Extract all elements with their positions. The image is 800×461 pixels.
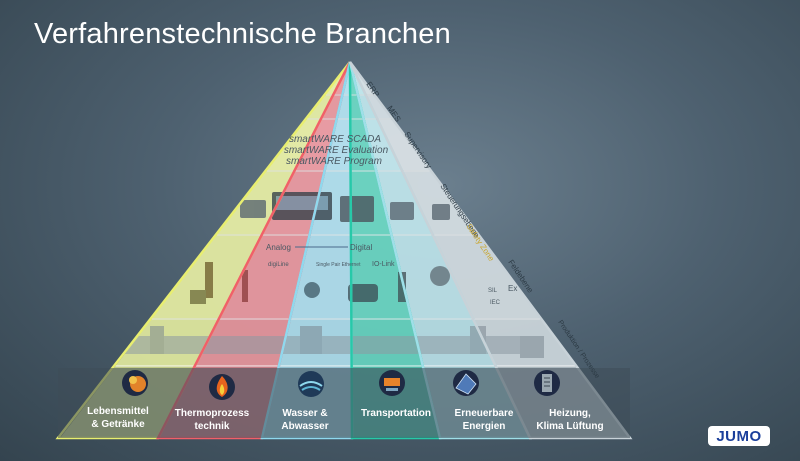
signal-spe: Single Pair Ethernet xyxy=(316,262,361,268)
flame-icon xyxy=(209,374,235,400)
logo-text: JUMO xyxy=(716,427,762,445)
industry-water-line1: Wasser & xyxy=(282,408,327,419)
industry-transport-line1: Transportation xyxy=(361,408,431,419)
badge-iec: IEC xyxy=(490,300,501,306)
industry-thermo-line2: technik xyxy=(194,421,229,432)
industry-water-line2: Abwasser xyxy=(281,421,328,432)
signal-digiline: digiLine xyxy=(268,262,289,268)
software-scada: smartWARE SCADA xyxy=(289,134,381,145)
badge-sil: SIL xyxy=(488,288,498,294)
software-evaluation: smartWARE Evaluation xyxy=(284,145,389,156)
industry-icons xyxy=(122,370,560,400)
industry-food-line2: & Getränke xyxy=(91,419,145,430)
control-devices xyxy=(240,192,450,222)
field-devices xyxy=(190,262,450,304)
level-erp-band xyxy=(60,62,630,94)
industry-hvac-line2: Klima Lüftung xyxy=(536,421,603,432)
industry-hvac-line1: Heizung, xyxy=(549,408,591,419)
signal-iolink: IO-Link xyxy=(372,261,395,268)
badge-ex: Ex xyxy=(508,284,517,293)
slide-title: Verfahrenstechnische Branchen xyxy=(34,18,451,50)
water-icon xyxy=(298,371,324,397)
signal-digital: Digital xyxy=(350,243,372,252)
industry-energy-line1: Erneuerbare xyxy=(455,408,514,419)
transport-icon xyxy=(379,370,405,396)
solar-icon xyxy=(453,370,479,396)
industry-energy-line2: Energien xyxy=(463,421,506,432)
industry-food-line1: Lebensmittel xyxy=(87,406,149,417)
industry-thermo-line1: Thermoprozess xyxy=(175,408,250,419)
food-icon xyxy=(122,370,148,396)
software-program: smartWARE Program xyxy=(286,156,382,167)
jumo-logo: JUMO xyxy=(708,426,770,446)
hvac-icon xyxy=(534,370,560,396)
production-plant xyxy=(120,326,544,358)
signal-analog: Analog xyxy=(266,243,291,252)
